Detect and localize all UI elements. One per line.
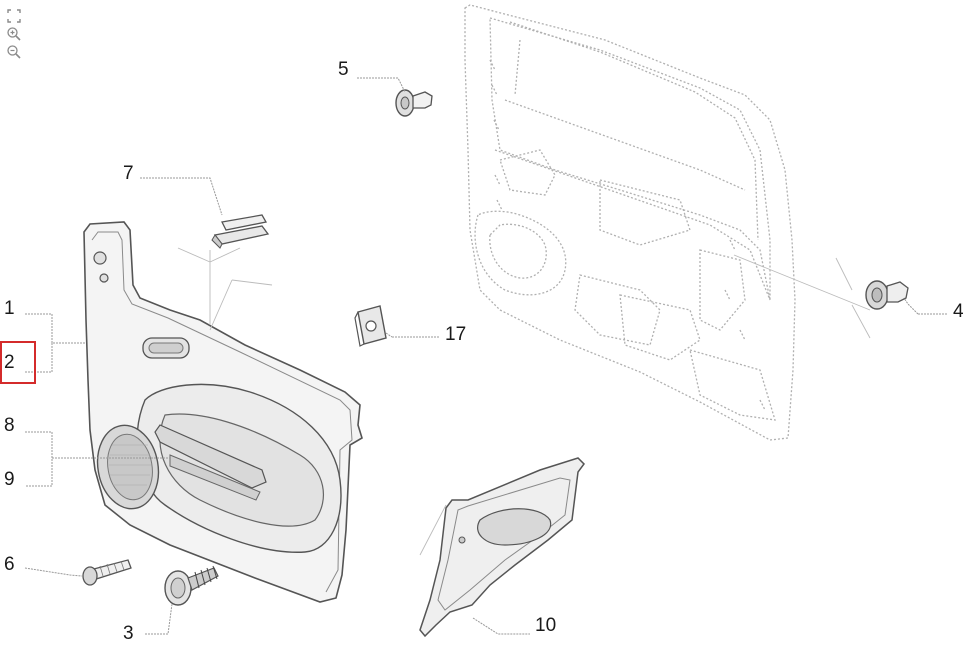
- callout-2[interactable]: 2: [4, 352, 15, 373]
- callout-1[interactable]: 1: [4, 298, 15, 319]
- guide-lines: [177, 247, 871, 556]
- push-clip-4[interactable]: [865, 280, 909, 310]
- selected-callout-highlight: [0, 341, 36, 384]
- fit-icon[interactable]: [6, 8, 22, 24]
- fir-tree-clip-3[interactable]: [164, 565, 219, 606]
- zoom-toolbar: [6, 8, 24, 62]
- callout-5[interactable]: 5: [338, 59, 349, 80]
- callout-6[interactable]: 6: [4, 554, 15, 575]
- door-frame-ghost: [464, 4, 796, 441]
- push-clip-5[interactable]: [395, 89, 433, 117]
- adhesive-pad[interactable]: [211, 214, 270, 249]
- callout-3[interactable]: 3: [123, 623, 134, 644]
- callout-8[interactable]: 8: [4, 415, 15, 436]
- zoom-out-icon[interactable]: [6, 44, 22, 60]
- callout-17[interactable]: 17: [445, 324, 467, 345]
- screw-6[interactable]: [82, 559, 132, 586]
- callout-4[interactable]: 4: [953, 301, 964, 322]
- door-trim-panel[interactable]: [83, 221, 363, 603]
- clip-nut[interactable]: [354, 305, 387, 347]
- lower-pocket-trim[interactable]: [419, 457, 585, 638]
- callout-7[interactable]: 7: [123, 163, 134, 184]
- callout-9[interactable]: 9: [4, 469, 15, 490]
- zoom-in-icon[interactable]: [6, 26, 22, 42]
- callout-10[interactable]: 10: [535, 615, 557, 636]
- leader-lines: [24, 77, 948, 635]
